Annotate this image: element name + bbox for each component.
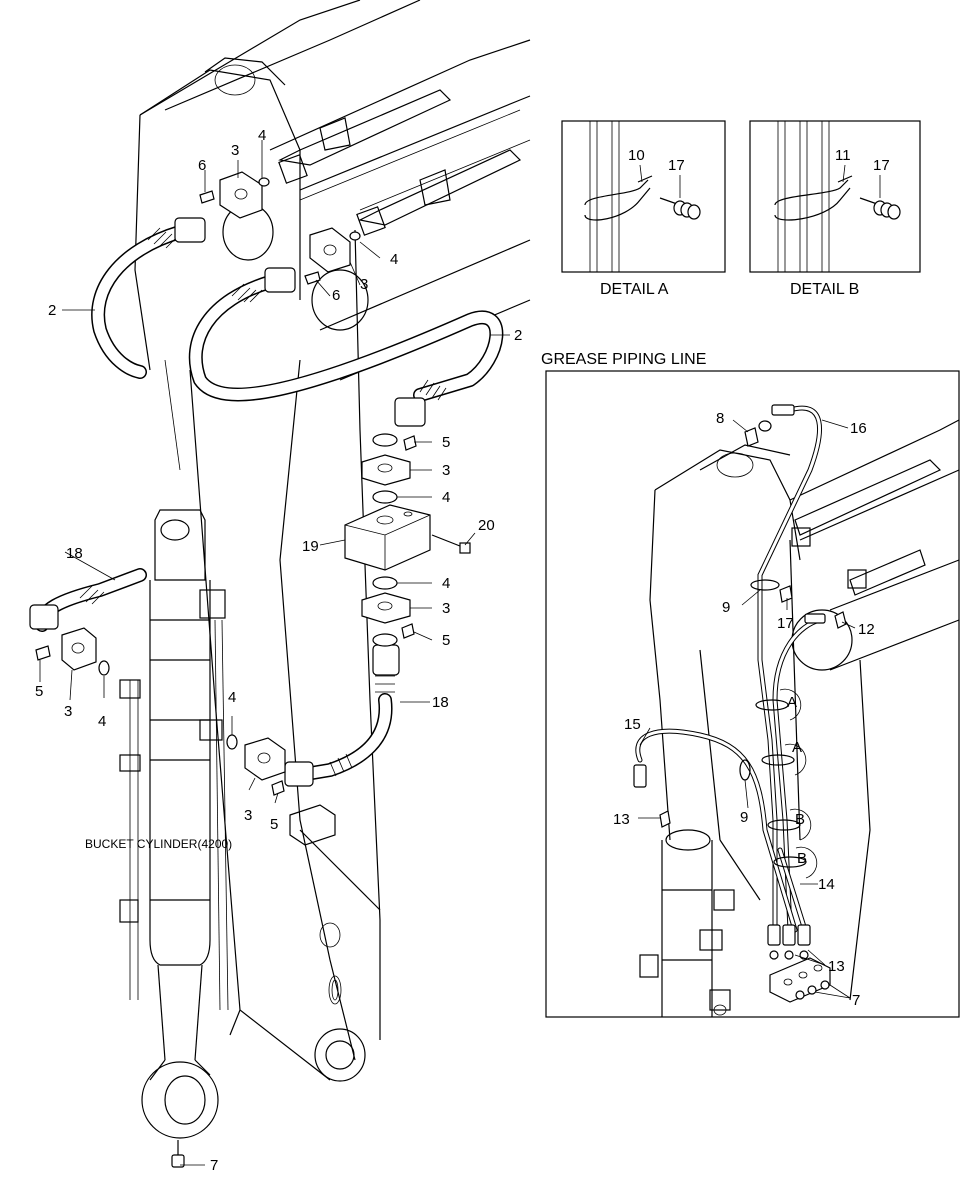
callout-5-block-bot: 5 (442, 632, 450, 649)
callout-7-bottom: 7 (210, 1157, 218, 1174)
callout-3-block-top: 3 (442, 462, 450, 479)
bucket-cylinder-label: BUCKET CYLINDER(4200) (85, 837, 232, 851)
detail-a-callout-17: 17 (668, 157, 685, 174)
grease-callout-9-bot: 9 (740, 809, 748, 826)
callout-2-left: 2 (48, 302, 56, 319)
callout-3-mid: 3 (360, 276, 368, 293)
callout-18-right: 18 (432, 694, 449, 711)
grease-callout-9-top: 9 (722, 599, 730, 616)
grease-callout-16: 16 (850, 420, 867, 437)
callout-5-left: 5 (35, 683, 43, 700)
callout-18-left: 18 (66, 545, 83, 562)
main-leaders (39, 140, 510, 1166)
hydraulic-hoses (29, 217, 504, 787)
detail-b-callout-11: 11 (835, 147, 851, 164)
callout-4-top: 4 (258, 127, 266, 144)
grease-callout-13-right: 13 (828, 958, 845, 975)
arm-structure (134, 0, 531, 1082)
callout-3-block-bot: 3 (442, 600, 450, 617)
callout-3-top: 3 (231, 142, 239, 159)
callout-3-left: 3 (64, 703, 72, 720)
detail-b-caption: DETAIL B (790, 281, 859, 298)
grease-callout-14: 14 (818, 876, 835, 893)
grease-callout-12: 12 (858, 621, 875, 638)
detail-a-panel: 10 17 DETAIL A (561, 120, 726, 298)
flanges-and-seals (35, 171, 471, 796)
grease-callout-B1: B (795, 811, 805, 828)
callout-4-block-bot: 4 (442, 575, 450, 592)
detail-a-caption: DETAIL A (600, 281, 669, 298)
callout-6-mid: 6 (332, 287, 340, 304)
detail-b-panel: 11 17 DETAIL B (749, 120, 921, 298)
callout-5-block-top: 5 (442, 434, 450, 451)
grease-callout-A1: A (787, 694, 797, 711)
callout-4-mid: 4 (390, 251, 398, 268)
callout-5-bottom: 5 (270, 816, 278, 833)
callout-2-right: 2 (514, 327, 522, 344)
grease-callout-A2: A (792, 739, 802, 756)
callout-6-top: 6 (198, 157, 206, 174)
grease-callout-17: 17 (777, 615, 794, 632)
grease-callout-8: 8 (716, 410, 724, 427)
detail-a-callout-10: 10 (628, 147, 645, 164)
callout-20: 20 (478, 517, 495, 534)
main-callouts: 2 2 6 3 4 4 3 6 5 3 4 20 19 4 3 5 18 18 … (35, 127, 522, 1174)
grease-callout-13-left: 13 (613, 811, 630, 828)
grease-callout-B2: B (797, 850, 807, 867)
callout-4-left: 4 (98, 713, 106, 730)
grease-piping-title: GREASE PIPING LINE (541, 351, 706, 368)
callout-3-bottom: 3 (244, 807, 252, 824)
callout-4-block-top: 4 (442, 489, 450, 506)
bucket-cylinder (119, 509, 229, 1168)
callout-19: 19 (302, 538, 319, 555)
grease-piping-panel: 8 16 9 17 12 A A 15 9 B 13 B 14 13 7 (545, 370, 960, 1018)
callout-4-cyl: 4 (228, 689, 236, 706)
grease-callout-15: 15 (624, 716, 641, 733)
detail-b-callout-17: 17 (873, 157, 890, 174)
grease-callout-7: 7 (852, 992, 860, 1009)
